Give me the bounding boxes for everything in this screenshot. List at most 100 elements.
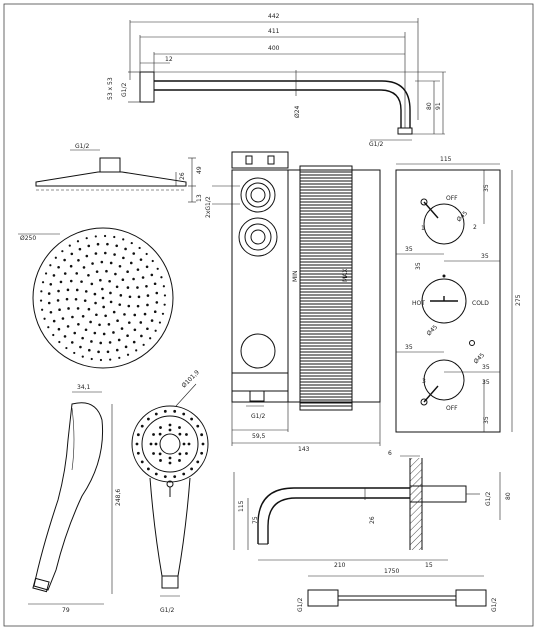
nozzle-dot — [81, 355, 84, 358]
nozzle-dot — [150, 273, 154, 277]
nozzle-dot — [77, 322, 80, 326]
nozzle-dot — [89, 320, 92, 324]
nozzle-dot — [160, 276, 163, 279]
nozzle-dot — [115, 285, 119, 289]
dim-35-b: 35 — [405, 246, 413, 253]
nozzle-dot — [106, 350, 110, 354]
nozzle-dot — [75, 288, 79, 292]
nozzle-dot — [178, 452, 182, 456]
nozzle-dot — [84, 328, 88, 332]
nozzle-dot — [109, 300, 113, 304]
nozzle-dot — [158, 452, 162, 456]
nozzle-dot — [90, 357, 93, 361]
nozzle-dot — [178, 426, 181, 429]
nozzle-dot — [135, 349, 138, 352]
nozzle-dot — [65, 297, 69, 301]
dim-35-a: 35 — [483, 184, 490, 192]
nozzle-dot — [124, 247, 127, 251]
nozzle-dot — [178, 432, 182, 436]
nozzle-dot — [94, 252, 98, 255]
nozzle-dot — [81, 314, 85, 318]
dim-49: 49 — [196, 166, 203, 174]
nozzle-dot — [118, 264, 122, 268]
nozzle-dot — [153, 282, 157, 286]
hose-right-thread-label: G1/2 — [491, 598, 498, 612]
nozzle-dot — [102, 305, 105, 309]
nozzle-dot — [126, 353, 130, 356]
head-thread-label: G1/2 — [75, 143, 89, 150]
hose-left-thread-label: G1/2 — [297, 598, 304, 612]
nozzle-dot — [117, 338, 121, 342]
nozzle-dot — [90, 282, 94, 286]
nozzle-dot — [154, 472, 158, 476]
nozzle-dot — [106, 242, 109, 246]
dim-13: 13 — [196, 194, 203, 202]
arm-thread-label: G1/2 — [121, 83, 128, 97]
nozzle-dot — [154, 412, 158, 416]
nozzle-dot — [150, 319, 154, 322]
nozzle-dot — [136, 286, 139, 289]
nozzle-dot — [100, 260, 104, 264]
nozzle-dot — [132, 340, 136, 344]
hand-shower-side-body — [33, 402, 104, 591]
nozzle-dot — [101, 287, 104, 291]
nozzle-dot — [153, 310, 157, 314]
nozzle-dot — [154, 442, 158, 446]
nozzle-dot — [85, 254, 89, 258]
dim-24: Ø24 — [294, 105, 301, 118]
arm-outlet-thread-label: G1/2 — [369, 141, 383, 148]
head-nozzle-pattern — [39, 234, 167, 362]
nozzle-dot — [122, 256, 125, 260]
nozzle-dot — [43, 317, 46, 320]
nozzle-dot — [168, 456, 172, 460]
nozzle-dot — [54, 256, 57, 259]
nozzle-dot — [154, 329, 157, 332]
nozzle-dot — [99, 278, 102, 282]
nozzle-dot — [158, 321, 162, 324]
valve-side-thread-label: 2xG1/2 — [205, 196, 212, 218]
nozzle-dot — [185, 452, 188, 455]
nozzle-dot — [79, 345, 82, 349]
nozzle-dot — [63, 335, 67, 338]
dim-6: 6 — [388, 450, 392, 457]
nozzle-dot — [128, 295, 132, 299]
sheet-frame — [3, 3, 534, 627]
nozzle-dot — [121, 278, 125, 282]
valve-bottom-thread-label: G1/2 — [251, 413, 265, 420]
nozzle-dot — [71, 315, 74, 319]
dim-442: 442 — [268, 13, 280, 20]
nozzle-dot — [47, 301, 51, 305]
nozzle-dot — [168, 423, 172, 427]
nozzle-dot — [196, 424, 200, 428]
nozzle-dot — [99, 341, 103, 345]
nozzle-dot — [70, 252, 74, 256]
nozzle-dot — [163, 409, 167, 413]
nozzle-dot — [52, 333, 55, 337]
dim-143: 143 — [298, 446, 310, 453]
dim-35-e: 35 — [405, 344, 413, 351]
nozzle-dot — [57, 289, 60, 293]
valve-sleeve-grooves — [300, 171, 352, 407]
nozzle-dot — [140, 424, 144, 428]
diverter-knob-bottom — [423, 359, 465, 401]
cold-label: COLD — [472, 300, 489, 307]
nozzle-dot — [81, 336, 84, 340]
nozzle-dot — [132, 252, 136, 255]
dim-spout-115: 115 — [238, 500, 245, 512]
nozzle-dot — [84, 290, 88, 293]
nozzle-dot — [146, 303, 149, 307]
dim-91: 91 — [435, 102, 442, 110]
nozzle-dot — [162, 285, 165, 288]
nozzle-dot — [78, 247, 82, 251]
nozzle-dot — [103, 234, 107, 238]
hand-shower-side-view: 34,1 248,6 79 — [28, 384, 122, 614]
shower-head-side-view: G1/2 26 49 13 — [35, 143, 203, 203]
nozzle-dot — [127, 304, 131, 308]
nozzle-dot — [68, 244, 71, 247]
nozzle-dot — [152, 433, 155, 436]
nozzle-dot — [76, 240, 80, 243]
nozzle-dot — [104, 314, 107, 318]
spout-thread-label: G1/2 — [485, 492, 492, 506]
nozzle-dot — [149, 442, 153, 446]
